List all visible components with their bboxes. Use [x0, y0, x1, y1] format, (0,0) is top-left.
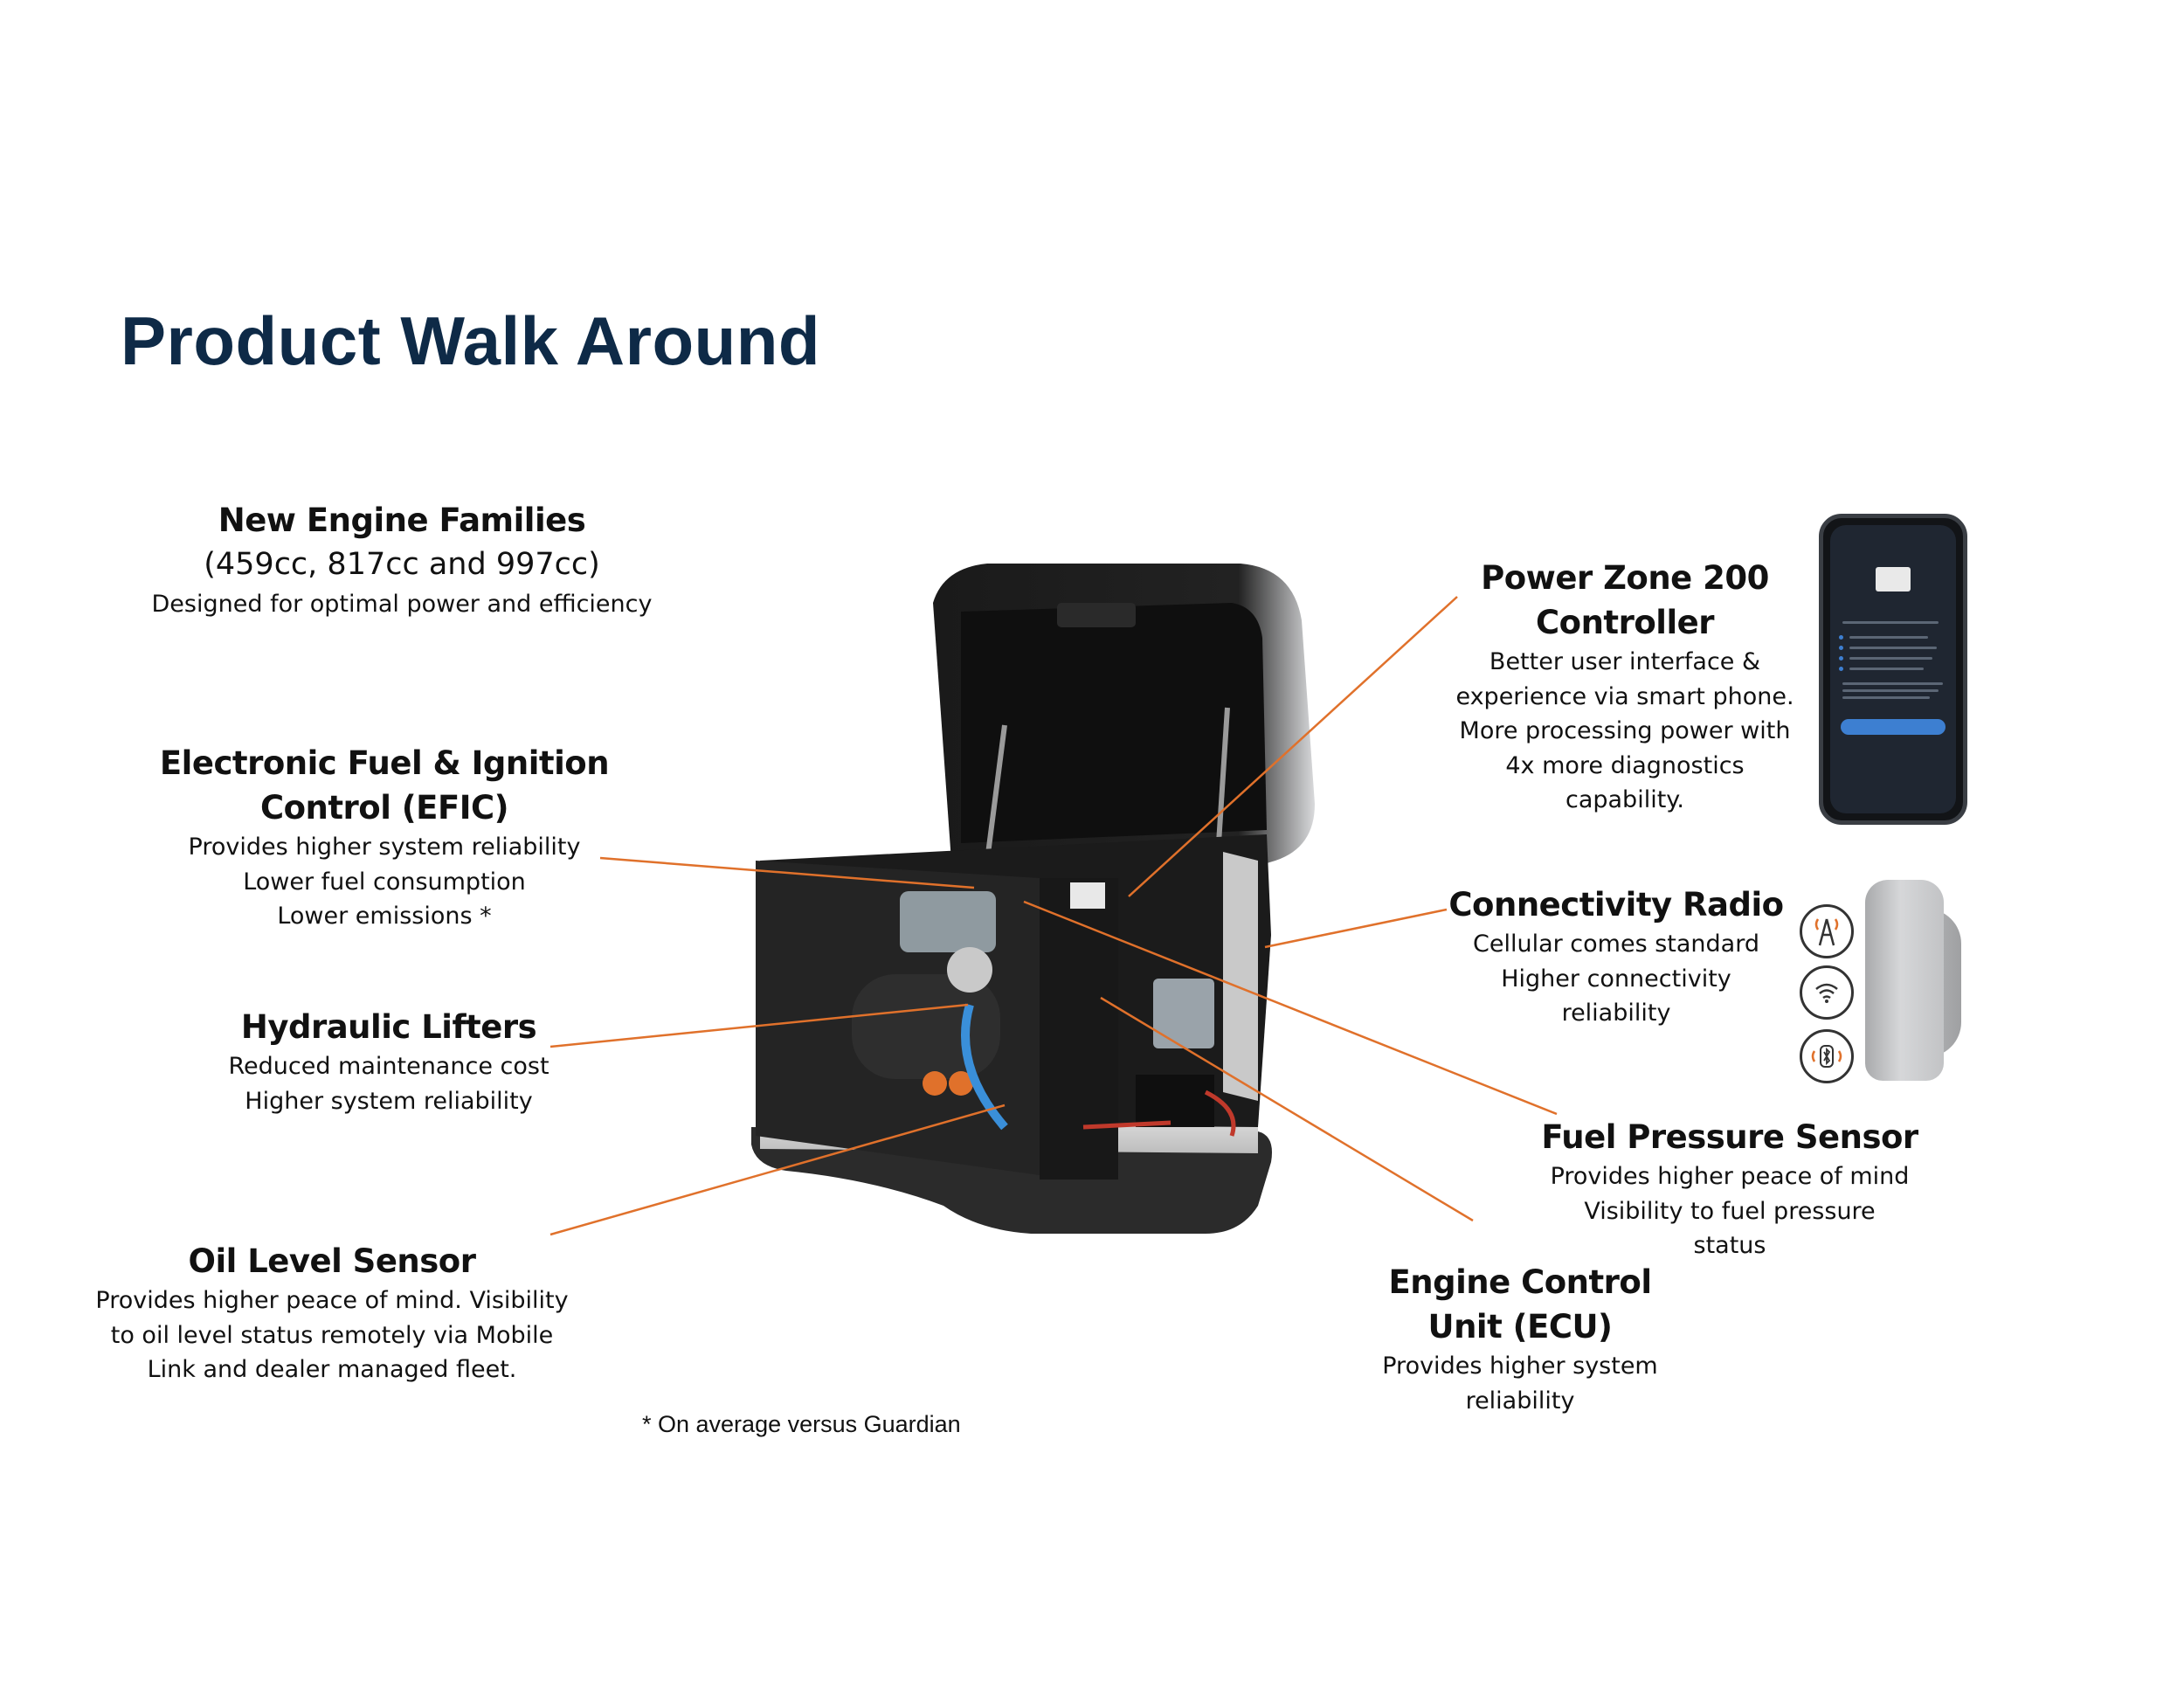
callout-heading: Engine Control	[1388, 1263, 1652, 1301]
callout-line: capability.	[1565, 786, 1684, 813]
phone-button-icon	[1841, 719, 1946, 735]
callout-line: Provides higher system reliability	[188, 834, 581, 861]
callout-line: Higher system reliability	[245, 1087, 533, 1115]
callout-line: reliability	[1465, 1387, 1575, 1415]
callout-line: Provides higher peace of mind	[1550, 1163, 1910, 1190]
callout-line: Cellular comes standard	[1473, 930, 1759, 958]
callout-line: Lower emissions *	[277, 903, 492, 930]
callout-line: Provides higher system	[1382, 1352, 1658, 1380]
bluetooth-icon	[1800, 1029, 1854, 1083]
leader-lines	[549, 596, 1558, 1236]
callout-subheading: (459cc, 817cc and 997cc)	[204, 547, 600, 582]
callout-line: Better user interface &	[1489, 648, 1761, 675]
callout-line: reliability	[1561, 1000, 1671, 1027]
callout-heading: Fuel Pressure Sensor	[1541, 1118, 1918, 1156]
callout-heading: Unit (ECU)	[1427, 1308, 1613, 1346]
cell-tower-icon	[1800, 904, 1854, 958]
wifi-icon	[1800, 965, 1854, 1020]
smartphone-app-image	[1819, 514, 1967, 825]
page-title: Product Walk Around	[121, 302, 821, 379]
callout-heading: New Engine Families	[218, 502, 586, 539]
callout-heading: Electronic Fuel & Ignition	[159, 744, 610, 782]
callout-line: Provides higher peace of mind. Visibilit…	[95, 1287, 569, 1314]
callout-line: Lower fuel consumption	[243, 868, 526, 896]
callout-line: status	[1693, 1232, 1766, 1259]
callout-line: Designed for optimal power and efficienc…	[151, 591, 653, 618]
callout-heading: Connectivity Radio	[1448, 886, 1784, 924]
footnote: * On average versus Guardian	[642, 1411, 961, 1437]
callout-heading: Power Zone 200	[1481, 559, 1769, 597]
callout-fuel-pressure-sensor: Fuel Pressure Sensor Provides higher pea…	[1538, 1115, 1922, 1263]
callout-line: Visibility to fuel pressure	[1584, 1197, 1876, 1225]
callout-line: Higher connectivity	[1501, 965, 1731, 993]
callout-line: 4x more diagnostics	[1505, 751, 1745, 779]
callout-power-zone-controller: Power Zone 200 Controller Better user in…	[1433, 556, 1817, 818]
callout-line: to oil level status remotely via Mobile	[110, 1321, 554, 1349]
callout-heading: Controller	[1536, 604, 1714, 641]
callout-connectivity-radio: Connectivity Radio Cellular comes standa…	[1433, 882, 1800, 1031]
callout-engine-families: New Engine Families (459cc, 817cc and 99…	[140, 498, 664, 622]
callout-heading: Oil Level Sensor	[188, 1242, 476, 1280]
callout-engine-control-unit: Engine Control Unit (ECU) Provides highe…	[1345, 1260, 1695, 1418]
callout-oil-level-sensor: Oil Level Sensor Provides higher peace o…	[87, 1239, 577, 1387]
callout-line: More processing power with	[1459, 717, 1791, 744]
callout-efic: Electronic Fuel & Ignition Control (EFIC…	[131, 741, 638, 934]
callout-line: experience via smart phone.	[1455, 682, 1794, 710]
connectivity-radio-front-image	[1865, 880, 1944, 1081]
callout-line: Reduced maintenance cost	[228, 1053, 549, 1080]
callout-heading: Hydraulic Lifters	[240, 1008, 537, 1046]
callout-line: Link and dealer managed fleet.	[147, 1356, 517, 1383]
callout-heading: Control (EFIC)	[259, 789, 509, 827]
phone-screen	[1830, 525, 1956, 813]
generator-thumbnail-icon	[1876, 567, 1911, 591]
callout-hydraulic-lifters: Hydraulic Lifters Reduced maintenance co…	[170, 1005, 607, 1118]
